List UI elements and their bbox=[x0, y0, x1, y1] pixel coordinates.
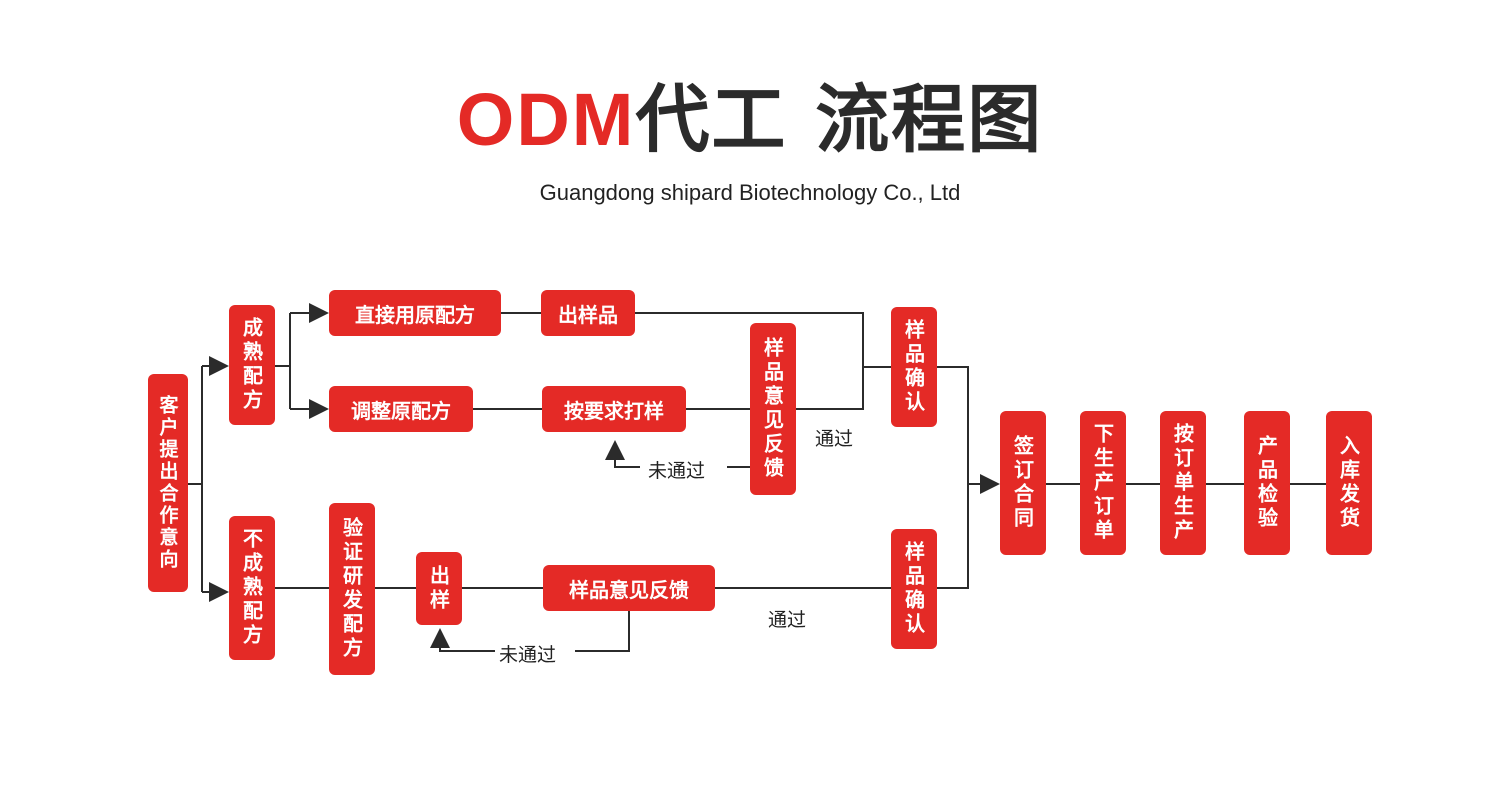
label-pass-bottom: 通过 bbox=[766, 605, 809, 632]
node-order: 下生产订单 bbox=[1080, 411, 1126, 555]
node-inspect: 产品检验 bbox=[1244, 411, 1290, 555]
label-fail-top: 未通过 bbox=[646, 456, 708, 483]
title-rest: 代工 流程图 bbox=[635, 77, 1044, 163]
node-confirm-top: 样品确认 bbox=[891, 307, 937, 427]
title-brand: ODM bbox=[456, 78, 636, 161]
node-ship: 入库发货 bbox=[1326, 411, 1372, 555]
company-subtitle: Guangdong shipard Biotechnology Co., Ltd bbox=[539, 180, 961, 205]
node-verify-rd: 验证研发配方 bbox=[329, 503, 375, 675]
node-mature: 成熟配方 bbox=[229, 305, 275, 425]
node-feedback-bottom: 样品意见反馈 bbox=[543, 565, 715, 611]
node-feedback-top: 样品意见反馈 bbox=[750, 323, 796, 495]
node-custom-sample: 按要求打样 bbox=[542, 386, 686, 432]
node-sample-bottom: 出样 bbox=[416, 552, 462, 625]
label-fail-bottom: 未通过 bbox=[497, 640, 559, 667]
node-adjust-original: 调整原配方 bbox=[329, 386, 473, 432]
node-confirm-bottom: 样品确认 bbox=[891, 529, 937, 649]
label-pass-top: 通过 bbox=[813, 424, 856, 451]
node-use-original: 直接用原配方 bbox=[329, 290, 501, 336]
node-start: 客户提出合作意向 bbox=[148, 374, 188, 592]
node-immature: 不成熟配方 bbox=[229, 516, 275, 660]
node-produce: 按订单生产 bbox=[1160, 411, 1206, 555]
page-title: ODM代工 流程图 bbox=[0, 70, 1500, 170]
node-sample-out: 出样品 bbox=[541, 290, 635, 336]
line-start-split bbox=[188, 366, 203, 592]
node-contract: 签订合同 bbox=[1000, 411, 1046, 555]
